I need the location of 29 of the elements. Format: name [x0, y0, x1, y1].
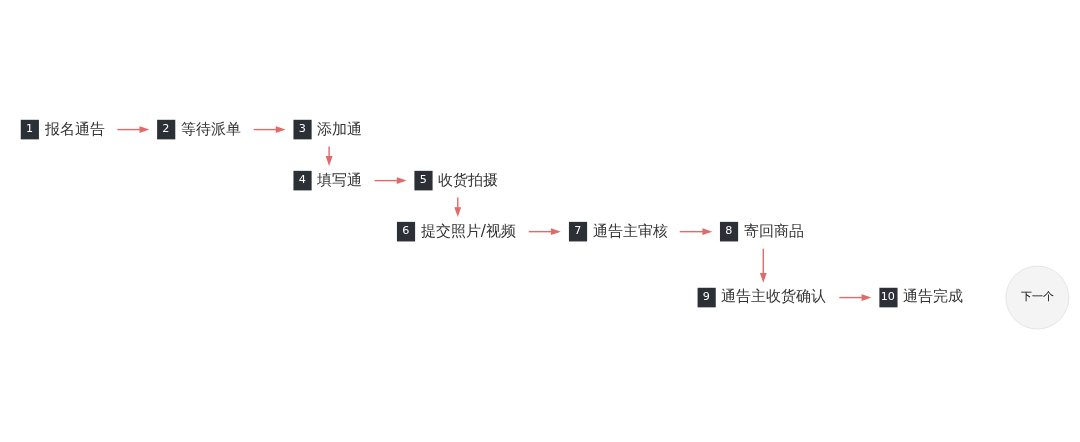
node-box: 6	[396, 221, 416, 242]
node-box: 4	[293, 170, 312, 191]
label: 下一个	[1020, 290, 1054, 304]
node-label: 通告主收货确认	[721, 287, 827, 306]
node-box: 10	[879, 287, 898, 308]
arrow	[116, 126, 150, 133]
node-box: 5	[414, 170, 433, 191]
arrow	[253, 126, 286, 133]
node-box: 9	[697, 287, 716, 308]
node-label: 报名通告	[44, 119, 105, 138]
node-box: 2	[157, 119, 176, 140]
arrow	[325, 145, 333, 166]
arrow	[373, 177, 407, 185]
node-box: 7	[568, 221, 588, 242]
node-box: 3	[293, 119, 312, 140]
node-label: 等待派单	[180, 119, 241, 138]
node-label: 收货拍摄	[438, 170, 499, 189]
node-label: 通告完成	[903, 287, 964, 306]
arrow	[528, 228, 561, 236]
node-label: 填写通	[317, 170, 363, 189]
node-label: 提交照片/视频	[420, 221, 516, 240]
arrow	[679, 228, 713, 236]
node-label: 寄回商品	[743, 221, 804, 240]
node-label: 通告主审核	[592, 221, 668, 240]
node-label: 添加通	[317, 119, 363, 138]
arrow	[838, 294, 872, 301]
node-box: 8	[719, 221, 739, 242]
node-box: 1	[20, 119, 39, 140]
arrow	[759, 247, 767, 283]
